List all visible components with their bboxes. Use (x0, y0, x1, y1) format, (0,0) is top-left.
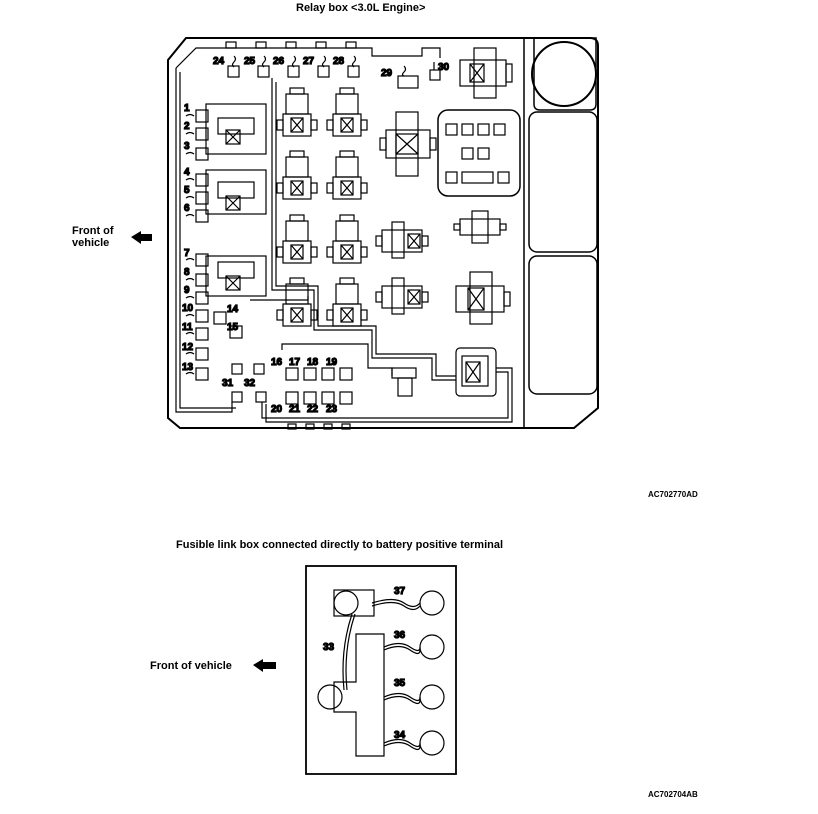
bottom-fuse-rows (285, 367, 353, 430)
front-arrow-icon (131, 231, 152, 244)
label-2: 2 (184, 121, 190, 132)
relay-box-title: Relay box <3.0L Engine> (296, 2, 426, 14)
left-fuse-stack (185, 109, 209, 381)
middle-relay (379, 111, 437, 177)
relay-box-inner-trace-3 (179, 72, 236, 409)
label-34: 34 (394, 730, 406, 741)
relay-box-labels: 1 2 3 4 5 6 7 8 9 10 11 12 13 14 15 16 1… (181, 55, 450, 415)
fusible-front-of-vehicle-label: Front of vehicle (150, 660, 232, 672)
fuse-block (437, 109, 521, 197)
right-relay (455, 271, 511, 325)
label-33: 33 (323, 642, 335, 653)
label-11: 11 (182, 322, 193, 333)
label-14: 14 (227, 304, 239, 315)
label-22: 22 (307, 404, 319, 415)
fusible-box-labels: 33 34 35 36 37 (322, 585, 406, 741)
front-label-line2: vehicle (72, 237, 110, 249)
top-fuses (225, 41, 441, 89)
label-17: 17 (289, 357, 301, 368)
label-8: 8 (184, 267, 190, 278)
label-3: 3 (184, 141, 190, 152)
label-23: 23 (326, 404, 338, 415)
small-fuses-bottom-left (213, 311, 267, 403)
bottom-right-relay (391, 347, 497, 397)
label-36: 36 (394, 630, 406, 641)
label-9: 9 (184, 285, 190, 296)
relay-box-inner-trace-9 (250, 296, 309, 301)
label-19: 19 (326, 357, 338, 368)
right-compartments (528, 37, 598, 395)
relay-box-inner-trace (175, 47, 441, 69)
label-30: 30 (438, 62, 450, 73)
front-label-line1: Front of (72, 225, 114, 237)
relay-box-inner-trace-4 (261, 371, 509, 419)
label-12: 12 (182, 342, 194, 353)
label-4: 4 (184, 167, 190, 178)
front-arrow-icon-2 (253, 659, 276, 672)
label-25: 25 (244, 56, 256, 67)
label-16: 16 (271, 357, 283, 368)
relay-box-inner-trace-2 (175, 68, 233, 413)
label-20: 20 (271, 404, 283, 415)
fusible-box-title: Fusible link box connected directly to b… (176, 539, 504, 551)
label-26: 26 (273, 56, 285, 67)
label-10: 10 (182, 303, 194, 314)
label-35: 35 (394, 678, 406, 689)
label-28: 28 (333, 56, 345, 67)
fusible-box-code: AC702704AB (648, 790, 698, 799)
label-31: 31 (222, 378, 234, 389)
relay-box-code: AC702770AD (648, 490, 698, 499)
label-5: 5 (184, 185, 190, 196)
label-6: 6 (184, 203, 190, 214)
label-7: 7 (184, 248, 190, 259)
fusible-box (305, 565, 457, 775)
front-of-vehicle-label: Front of vehicle (72, 225, 114, 249)
label-21: 21 (289, 404, 301, 415)
left-relays (205, 103, 267, 297)
label-15: 15 (227, 322, 239, 333)
label-37: 37 (394, 586, 406, 597)
label-13: 13 (182, 362, 194, 373)
label-1: 1 (184, 103, 190, 114)
label-24: 24 (213, 56, 225, 67)
relay-box-inner-trace-6 (271, 78, 456, 381)
top-right-relay (459, 47, 513, 99)
label-18: 18 (307, 357, 319, 368)
relay-box-inner-trace-5 (265, 367, 513, 423)
label-29: 29 (381, 68, 393, 79)
label-27: 27 (303, 56, 315, 67)
label-32: 32 (244, 378, 256, 389)
relay-box-inner-trace-7 (275, 82, 456, 377)
